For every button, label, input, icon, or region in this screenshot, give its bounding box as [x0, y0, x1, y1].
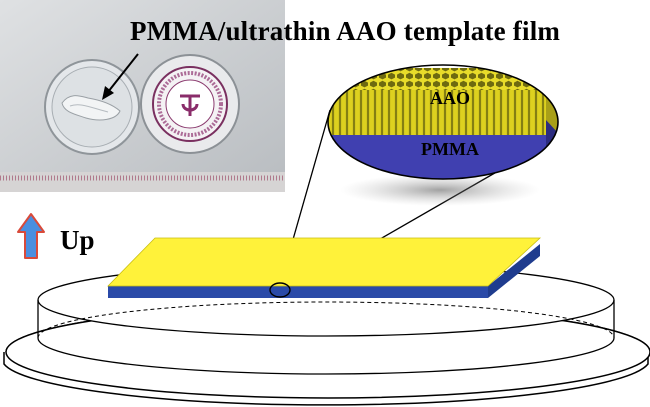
zoom-spot [269, 282, 291, 298]
labeled-dish [140, 54, 240, 154]
up-arrow-icon [17, 213, 45, 259]
photo-inset [0, 0, 285, 192]
pmma-layer-label: PMMA [421, 139, 479, 159]
logo-icon [180, 94, 200, 116]
zoom-shadow [340, 174, 540, 206]
stage-platform [3, 263, 650, 406]
film-dish [44, 59, 140, 155]
pointer-arrow-icon [102, 53, 139, 100]
zoom-lens [327, 64, 559, 180]
direction-label: Up [60, 225, 95, 255]
film-slab [107, 237, 542, 298]
photo-title: PMMA/ultrathin AAO template film [130, 16, 561, 46]
aao-layer-label: AAO [430, 88, 470, 108]
